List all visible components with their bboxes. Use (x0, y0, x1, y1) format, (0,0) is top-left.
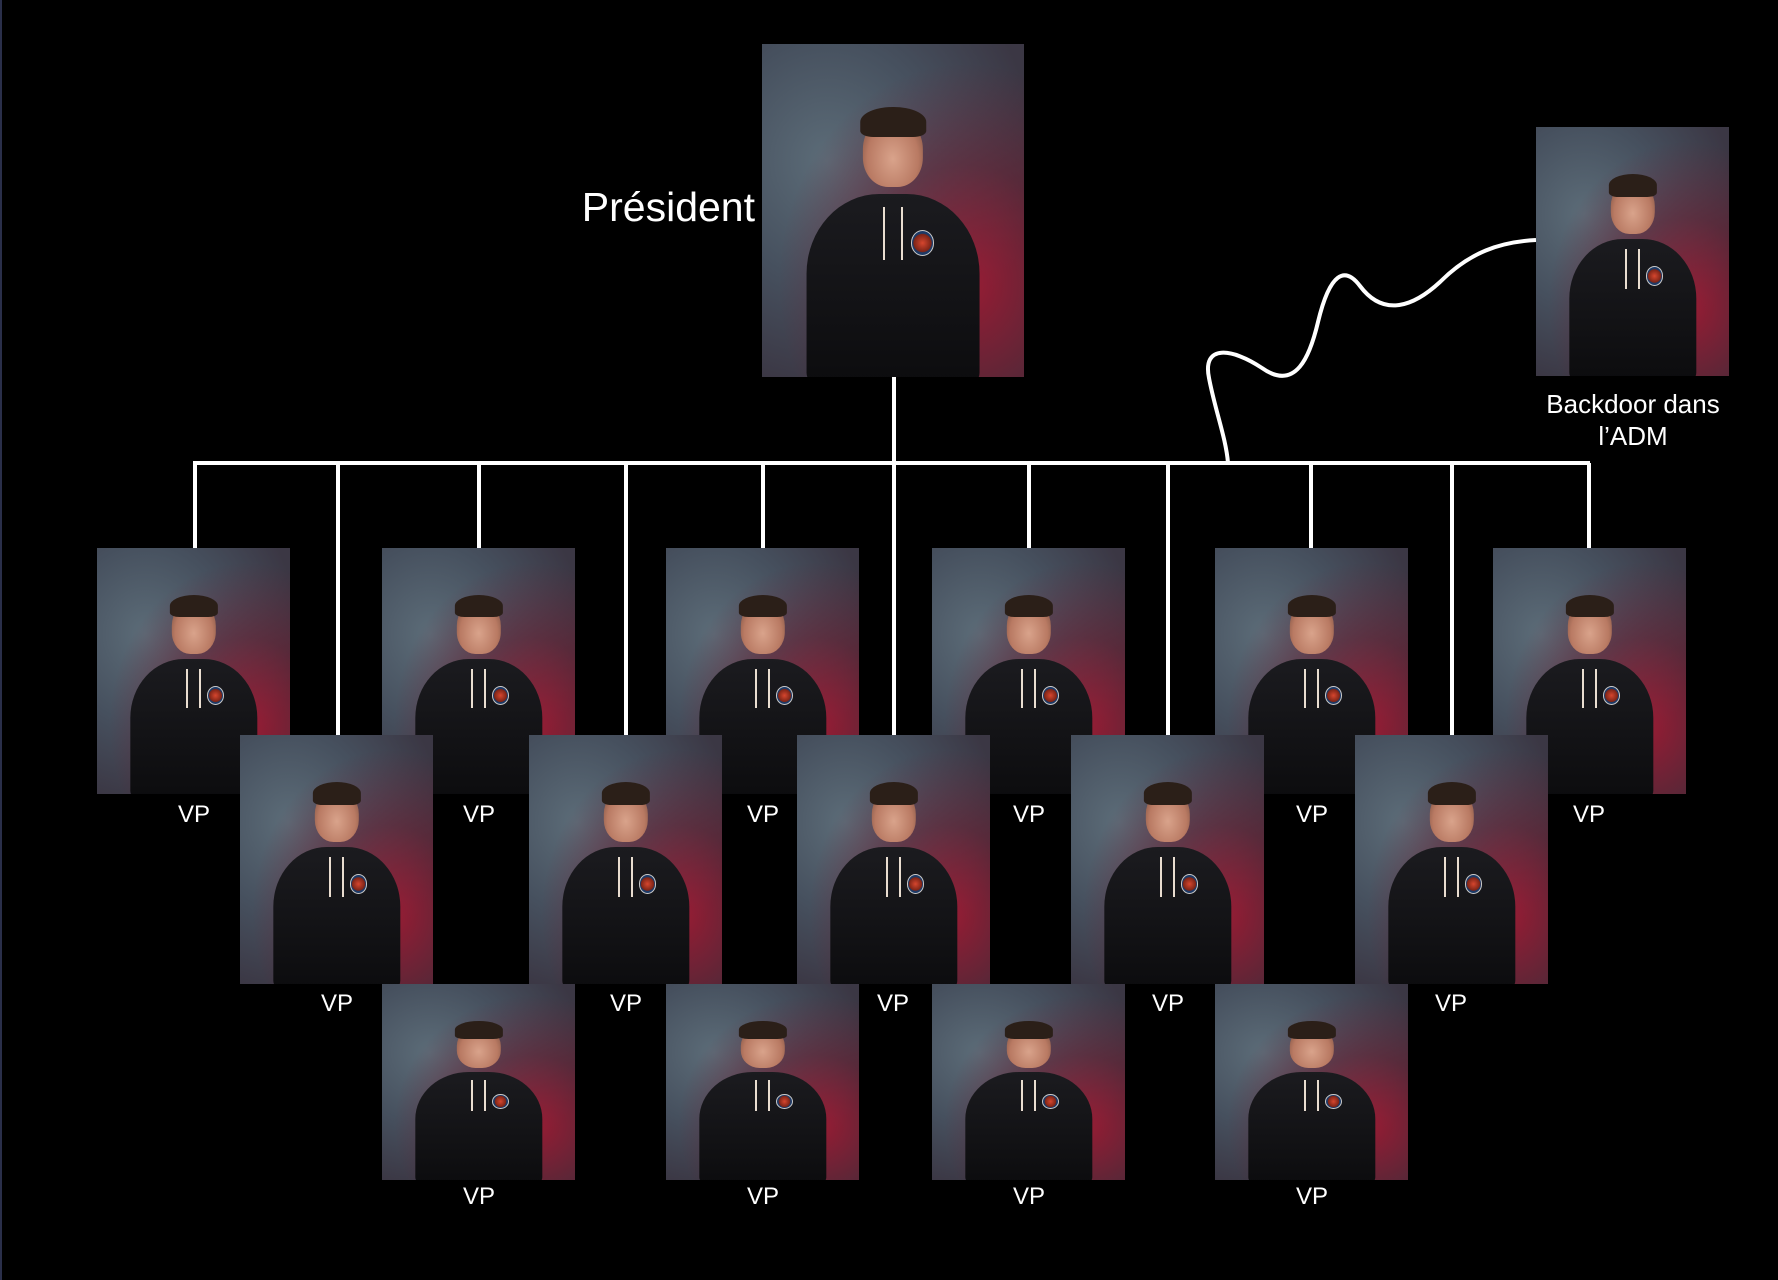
side-label: Backdoor dans l’ADM (1528, 388, 1738, 452)
president-label: Président (581, 184, 755, 230)
vp-label-8: VP (609, 990, 642, 1017)
side-label-line2: l’ADM (1598, 421, 1668, 451)
vp-label-14: VP (1012, 1183, 1045, 1210)
vp-label-6: VP (1572, 801, 1605, 828)
vp-label-13: VP (746, 1183, 779, 1210)
vp-label-1: VP (177, 801, 210, 828)
vp-photo-8 (529, 735, 722, 984)
vp-photo-9 (797, 735, 990, 984)
vp-photo-3 (666, 548, 859, 794)
left-edge (0, 0, 2, 1280)
squiggle-connector (1205, 238, 1537, 464)
vp-photo-7 (240, 735, 433, 984)
vp-label-11: VP (1434, 990, 1467, 1017)
vp-photo-14 (932, 984, 1125, 1180)
vp-photo-10 (1071, 735, 1264, 984)
vp-label-15: VP (1295, 1183, 1328, 1210)
vp-label-7: VP (320, 990, 353, 1017)
vp-label-9: VP (876, 990, 909, 1017)
side-photo (1536, 127, 1729, 376)
vp-photo-15 (1215, 984, 1408, 1180)
vp-photo-6 (1493, 548, 1686, 794)
vp-label-2: VP (462, 801, 495, 828)
vp-label-3: VP (746, 801, 779, 828)
vp-label-4: VP (1012, 801, 1045, 828)
president-photo (762, 44, 1024, 377)
vp-label-10: VP (1151, 990, 1184, 1017)
vp-photo-13 (666, 984, 859, 1180)
vp-label-5: VP (1295, 801, 1328, 828)
vp-photo-12 (382, 984, 575, 1180)
vp-label-12: VP (462, 1183, 495, 1210)
vp-photo-11 (1355, 735, 1548, 984)
drop-lines (193, 463, 1591, 735)
side-label-line1: Backdoor dans (1546, 389, 1720, 419)
